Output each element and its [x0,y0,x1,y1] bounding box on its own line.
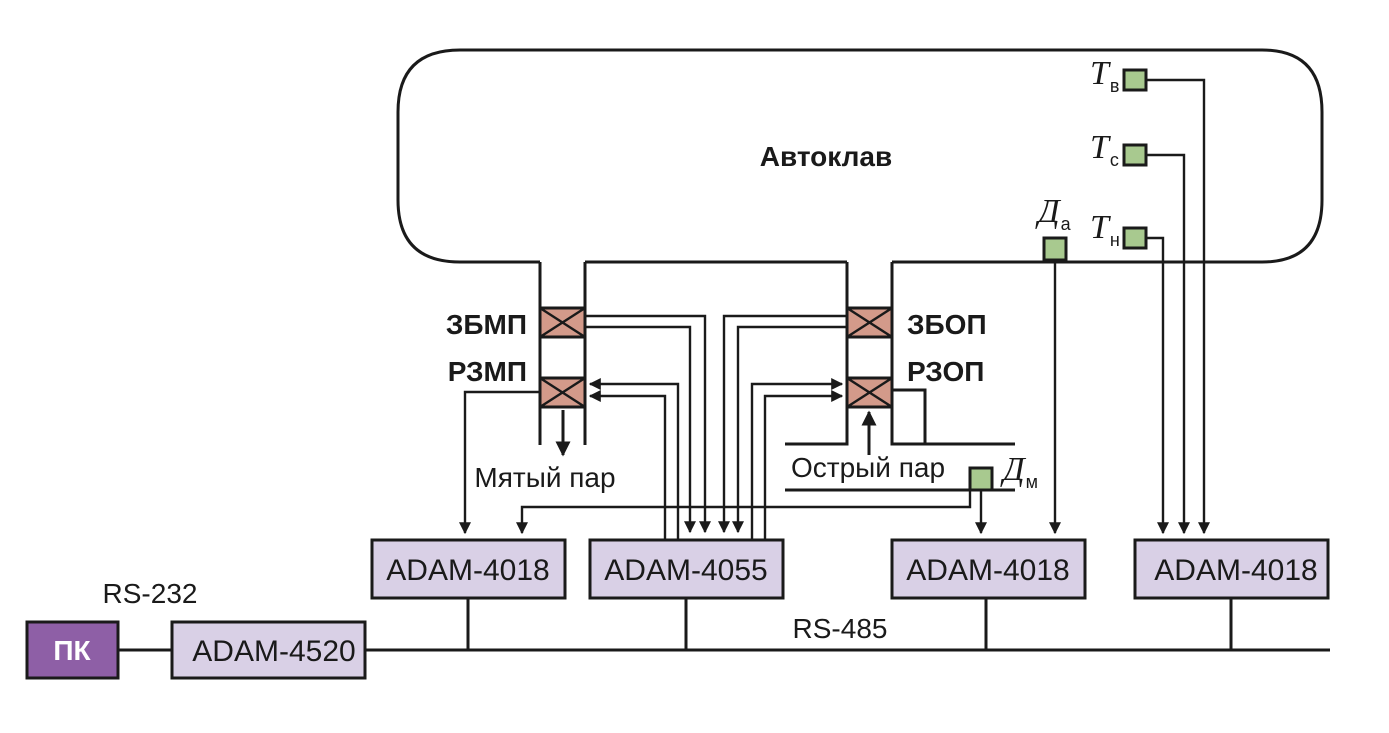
svg-text:ПК: ПК [53,635,91,666]
rs485-label: RS-485 [793,613,888,644]
signal-tv [1146,78,1210,535]
sensor-da [1042,236,1068,262]
svg-text:ADAM-4018: ADAM-4018 [906,554,1069,587]
signal-zbmp-2 [585,325,696,534]
valve-label-rzmp: РЗМП [448,356,527,387]
sensor-tn-label: Тн [1090,209,1120,250]
module-adam-4018-3: ADAM-4018 [1133,538,1330,600]
valve-label-zbop: ЗБОП [907,309,987,340]
signal-rzmp-1 [588,378,680,540]
svg-text:ADAM-4520: ADAM-4520 [192,635,355,668]
svg-text:ADAM-4018: ADAM-4018 [1154,554,1317,587]
exhaust-steam-label: Мятый пар [474,462,615,493]
sensor-tv [1122,68,1148,92]
valve-label-rzop: РЗОП [907,356,984,387]
valve-label-zbmp: ЗБМП [446,309,527,340]
sensor-tv-label: Тв [1090,55,1119,96]
signal-zbmp-1 [585,314,711,534]
valve-rzmp [538,376,587,409]
signal-zbop-1 [718,314,847,534]
sensor-da-label: Да [1035,193,1072,234]
valve-zbmp [538,306,587,339]
signal-tc [1146,153,1190,535]
autoclave-vessel [396,48,1324,264]
svg-text:ADAM-4018: ADAM-4018 [386,554,549,587]
sensor-tc [1122,143,1148,167]
signal-tn [1146,236,1169,535]
sensor-tn [1122,226,1148,250]
sensor-tc-label: Тс [1090,129,1119,170]
module-adam-4018-1: ADAM-4018 [370,538,567,600]
live-steam-label: Острый пар [791,452,945,483]
signal-rzmp-position [459,390,540,535]
autoclave-label: Автоклав [760,141,892,172]
signal-rzop-1 [750,378,844,540]
valve-zbop [845,306,894,339]
live-pipe-inlet-top [785,405,849,446]
rs232-label: RS-232 [103,578,198,609]
valve-rzop [845,376,894,409]
signal-rzmp-2 [588,390,667,540]
sensor-dm-label: Дм [1000,451,1038,492]
svg-text:ADAM-4055: ADAM-4055 [604,554,767,587]
module-adam-4018-2: ADAM-4018 [890,538,1087,600]
pc-box: ПК [25,620,120,680]
module-adam-4055: ADAM-4055 [588,538,785,600]
converter-adam-4520: ADAM-4520 [170,620,367,680]
sensor-dm [968,466,994,492]
signal-rzop-2 [763,390,844,540]
live-pipe-bypass [890,388,927,446]
signal-rzop-position [516,490,972,535]
signal-zbop-2 [732,325,847,534]
